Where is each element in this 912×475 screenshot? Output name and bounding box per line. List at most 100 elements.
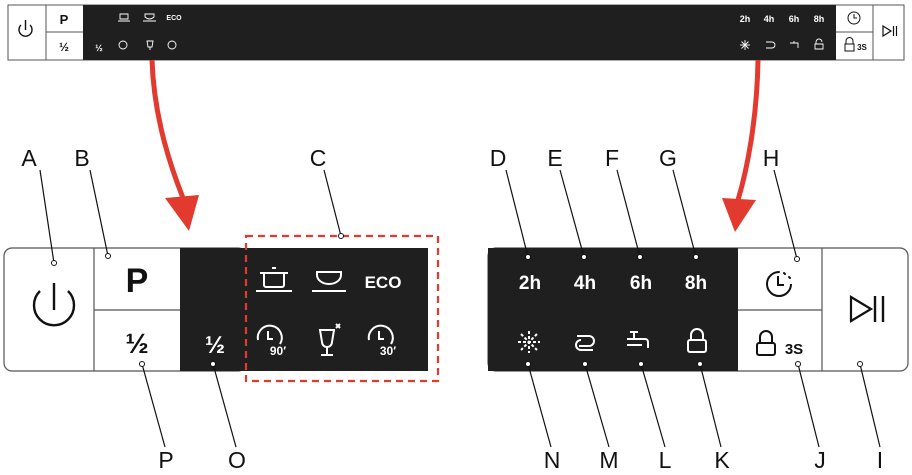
zoom-arrow-right xyxy=(735,59,761,201)
half-load-indicator: ½ xyxy=(205,332,225,359)
thumbnail-half-button[interactable]: ½ xyxy=(59,40,69,54)
sparkle-icon xyxy=(518,331,540,353)
left-display xyxy=(180,248,428,371)
callout-d: D xyxy=(490,145,507,171)
clock-90-icon xyxy=(256,324,283,345)
callout-line-i xyxy=(856,360,881,448)
callout-line-b xyxy=(89,169,112,260)
callout-line-g xyxy=(672,169,700,261)
timer-6h-indicator: 6h xyxy=(630,273,652,294)
right-panel: 2h 4h 6h 8h xyxy=(487,247,909,372)
thumbnail-eco-indicator: ECO xyxy=(166,15,182,22)
thumbnail-lock-button[interactable]: 3S xyxy=(844,37,868,53)
eco-indicator: ECO xyxy=(365,273,402,292)
zoom-arrows xyxy=(149,59,761,232)
delay-start-button[interactable] xyxy=(766,271,792,297)
callout-line-o xyxy=(209,360,237,448)
child-lock-button[interactable]: 3S xyxy=(756,330,803,358)
clock-30-icon xyxy=(167,40,177,50)
callout-g: G xyxy=(659,145,677,171)
thumbnail-status-icons xyxy=(740,38,824,50)
thumbnail-timer-8h: 8h xyxy=(814,14,825,24)
status-icons xyxy=(518,328,707,353)
thumbnail-timer-4h: 4h xyxy=(764,14,775,24)
callout-line-f xyxy=(616,169,644,261)
callout-line-d xyxy=(505,169,532,261)
callout-line-c xyxy=(323,169,345,240)
callout-line-l xyxy=(637,360,666,448)
cycle-icon xyxy=(766,41,776,49)
callout-l: L xyxy=(659,447,672,473)
power-icon xyxy=(32,290,76,327)
right-display xyxy=(488,248,738,371)
clock-30-icon xyxy=(367,324,394,345)
child-lock-label: 3S xyxy=(785,341,803,358)
program-icons xyxy=(256,267,394,356)
sparkle-icon xyxy=(740,40,750,50)
callout-i: I xyxy=(877,447,883,473)
callout-j: J xyxy=(814,447,826,473)
callout-letters: A B C D E F G H I J K L M N O P xyxy=(21,145,883,473)
thumbnail-power-button[interactable] xyxy=(18,20,33,37)
callout-line-p xyxy=(138,360,166,448)
callout-line-n xyxy=(524,360,552,448)
zoom-arrow-left xyxy=(149,59,186,199)
thumbnail-program-button[interactable]: P xyxy=(60,12,69,27)
callout-line-j xyxy=(794,360,820,448)
thumbnail-delay-button[interactable] xyxy=(847,11,861,25)
callout-lines xyxy=(39,169,881,448)
clock-30-sublabel: 30′ xyxy=(380,344,396,358)
callout-line-a xyxy=(39,169,58,267)
lock-icon xyxy=(687,328,707,353)
lock-icon xyxy=(814,38,824,50)
play-pause-icon xyxy=(882,24,893,38)
callout-b: B xyxy=(74,145,89,171)
faucet-icon xyxy=(627,331,649,348)
timer-2h-indicator: 2h xyxy=(519,273,541,294)
callout-h: H xyxy=(763,145,780,171)
thumbnail-lock-label: 3S xyxy=(857,43,867,52)
program-button[interactable]: P xyxy=(126,262,149,300)
delay-timer-icon xyxy=(766,271,792,297)
callout-e: E xyxy=(547,145,562,171)
power-button[interactable] xyxy=(32,283,76,327)
callout-line-m xyxy=(581,360,610,448)
callout-p: P xyxy=(158,447,173,473)
callout-a: A xyxy=(21,145,37,171)
pot-icon xyxy=(118,13,130,22)
glass-icon xyxy=(318,323,341,356)
left-panel: P ½ ½ xyxy=(3,234,440,383)
play-pause-icon xyxy=(849,295,874,323)
thumbnail-program-icons xyxy=(118,13,177,50)
callout-line-h xyxy=(773,169,801,263)
zoom-arrow-right-head xyxy=(722,198,756,232)
callout-line-k xyxy=(696,360,722,448)
cycle-icon xyxy=(575,335,595,351)
thumbnail-timer-2h: 2h xyxy=(740,14,751,24)
callout-n: N xyxy=(544,447,561,473)
lock-icon xyxy=(759,330,773,343)
thumbnail-display xyxy=(83,5,836,60)
callout-o: O xyxy=(228,447,246,473)
timer-8h-indicator: 8h xyxy=(685,273,707,294)
faucet-icon xyxy=(790,41,799,48)
zoom-arrow-left-head xyxy=(165,195,199,231)
panel-thumbnail: P ½ ½ ECO 2h 4h 6h 8h xyxy=(7,4,905,61)
half-load-button[interactable]: ½ xyxy=(125,328,148,359)
bowl-icon xyxy=(143,13,156,22)
callout-k: K xyxy=(714,447,730,473)
bowl-icon xyxy=(312,271,346,292)
power-icon xyxy=(18,24,33,37)
callout-line-e xyxy=(559,169,588,261)
start-pause-button[interactable] xyxy=(849,295,885,323)
lock-icon xyxy=(844,37,855,52)
timer-4h-indicator: 4h xyxy=(574,273,596,294)
delay-timer-icon xyxy=(847,11,861,25)
callout-m: M xyxy=(599,447,618,473)
callout-f: F xyxy=(605,145,619,171)
thumbnail-half-indicator: ½ xyxy=(95,43,103,53)
thumbnail-play-pause-button[interactable] xyxy=(882,24,898,38)
clock-90-icon xyxy=(118,40,128,50)
pot-icon xyxy=(256,267,292,292)
